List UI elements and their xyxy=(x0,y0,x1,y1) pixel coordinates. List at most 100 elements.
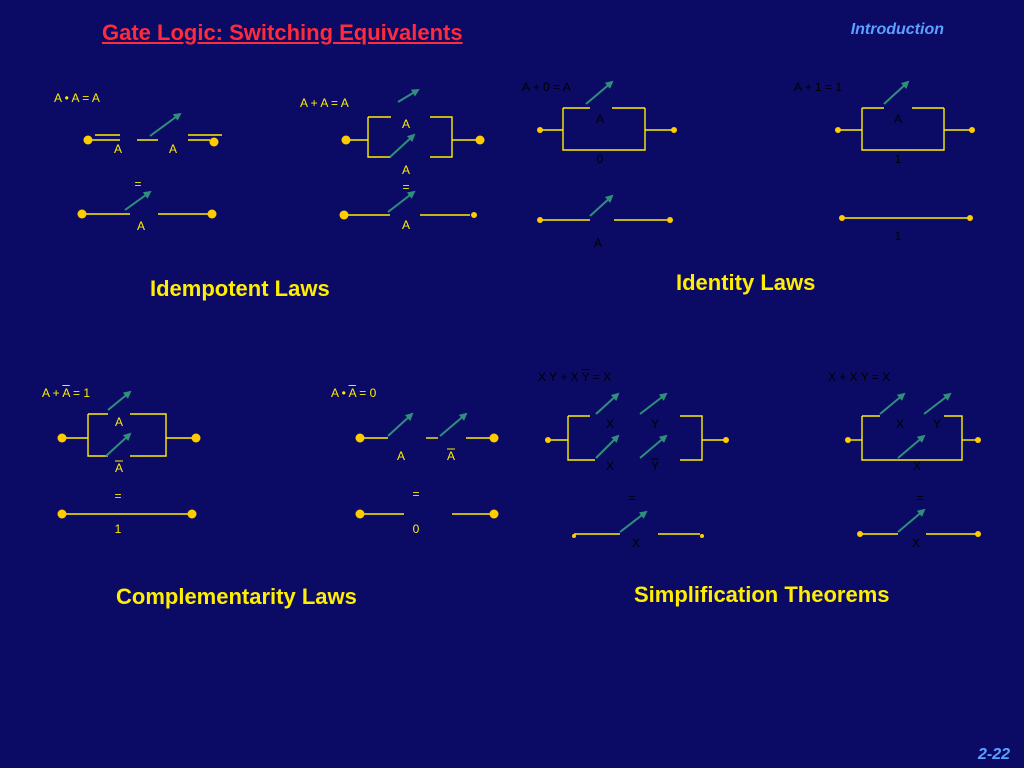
simplification-two-equation: X + X Y = X xyxy=(828,370,891,384)
switch-label-59: A xyxy=(894,112,902,126)
identity-laws-heading: Identity Laws xyxy=(676,270,816,295)
terminal-dot-58 xyxy=(969,127,975,133)
terminal-dot-35 xyxy=(537,127,543,133)
switch-label-92: = xyxy=(412,487,419,501)
terminal-dot-115 xyxy=(572,534,576,538)
switch-label-60: 1 xyxy=(895,152,902,166)
switch-label-110: Y xyxy=(651,417,659,431)
switch-label-27: A xyxy=(402,163,410,177)
terminal-dot-51 xyxy=(835,127,841,133)
switch-arm-104 xyxy=(595,434,620,459)
terminal-dot-73 xyxy=(191,433,201,443)
simplification-theorems-heading: Simplification Theorems xyxy=(634,582,890,607)
wire-53 xyxy=(861,108,945,151)
idempotent-and-equation: A • A = A xyxy=(54,91,100,105)
wire-22 xyxy=(430,116,453,158)
terminal-dot-139 xyxy=(975,531,981,537)
switch-label-77: = xyxy=(114,489,121,503)
switch-label-97: 0 xyxy=(413,522,420,536)
switch-arm-21 xyxy=(397,88,420,103)
terminal-dot-24 xyxy=(475,135,485,145)
terminal-dot-61 xyxy=(839,215,845,221)
switch-label-43: A xyxy=(596,112,604,126)
terminal-dot-119 xyxy=(700,534,704,538)
switch-label-44: 0 xyxy=(597,152,604,166)
complementarity-or-equation: A + A = 1 xyxy=(42,386,91,400)
wire-70 xyxy=(130,413,167,457)
switch-label-140: X xyxy=(912,536,920,550)
switch-arm-127 xyxy=(897,434,926,459)
terminal-dot-135 xyxy=(857,531,863,537)
terminal-dot-33 xyxy=(471,212,477,218)
switch-label-8: A xyxy=(114,142,122,156)
switch-label-75: A xyxy=(115,461,123,475)
page-title: Gate Logic: Switching Equivalents xyxy=(102,20,463,45)
switch-label-133: X xyxy=(913,459,921,473)
switch-label-89: A xyxy=(397,449,405,463)
wire-37 xyxy=(562,108,646,151)
switch-arm-102 xyxy=(595,392,620,415)
wire-128 xyxy=(944,415,963,461)
switch-label-28: = xyxy=(402,180,409,194)
terminal-dot-65 xyxy=(57,433,67,443)
identity-or-one-equation: A + 1 = 1 xyxy=(794,80,843,94)
complementarity-laws-heading: Complementarity Laws xyxy=(116,584,357,609)
switch-arm-3 xyxy=(149,112,182,137)
terminal-dot-78 xyxy=(57,509,67,519)
terminal-dot-130 xyxy=(975,437,981,443)
switch-label-34: A xyxy=(402,218,410,232)
switch-arm-103 xyxy=(639,392,668,415)
wire-123 xyxy=(861,416,944,461)
switch-label-112: Y xyxy=(651,459,659,473)
wire-100 xyxy=(567,416,595,461)
switch-label-120: X xyxy=(632,536,640,550)
terminal-dot-45 xyxy=(537,217,543,223)
switch-arm-117 xyxy=(619,510,648,533)
terminal-dot-82 xyxy=(355,433,365,443)
terminal-dot-29 xyxy=(339,210,349,220)
switch-arm-25 xyxy=(389,133,416,158)
switch-label-81: 1 xyxy=(115,522,122,536)
switch-arm-86 xyxy=(439,412,468,437)
switch-label-50: A xyxy=(594,236,602,250)
terminal-dot-121 xyxy=(845,437,851,443)
switch-label-16: A xyxy=(137,219,145,233)
switch-arm-126 xyxy=(923,392,952,415)
idempotent-laws-heading: Idempotent Laws xyxy=(150,276,330,301)
switch-arm-105 xyxy=(639,434,668,459)
terminal-dot-17 xyxy=(341,135,351,145)
switch-arm-125 xyxy=(879,392,906,415)
terminal-dot-88 xyxy=(489,433,499,443)
terminal-dot-93 xyxy=(355,509,365,519)
switch-label-10: = xyxy=(134,177,141,191)
terminal-dot-80 xyxy=(187,509,197,519)
switch-arm-13 xyxy=(124,190,152,211)
switch-label-90: A xyxy=(447,449,455,463)
switch-label-74: A xyxy=(115,415,123,429)
terminal-dot-11 xyxy=(77,209,87,219)
terminal-dot-42 xyxy=(671,127,677,133)
switch-label-109: X xyxy=(606,417,614,431)
switch-arm-31 xyxy=(387,190,416,213)
switch-arm-69 xyxy=(107,390,132,411)
terminal-dot-96 xyxy=(489,509,499,519)
switch-label-132: Y xyxy=(933,417,941,431)
complementarity-and-equation: A • A = 0 xyxy=(331,386,377,400)
terminal-dot-98 xyxy=(545,437,551,443)
section-label: Introduction xyxy=(850,21,944,38)
switch-label-131: X xyxy=(896,417,904,431)
switch-label-134: = xyxy=(916,491,923,505)
switch-label-9: A xyxy=(169,142,177,156)
switch-label-64: 1 xyxy=(895,229,902,243)
switch-arm-47 xyxy=(589,194,614,217)
wire-106 xyxy=(680,415,703,461)
switch-arm-84 xyxy=(387,412,414,437)
switch-arm-137 xyxy=(897,508,926,533)
simplification-one-equation: X Y + X Y = X xyxy=(538,370,612,384)
page-number: 2-22 xyxy=(977,746,1010,763)
switch-label-114: = xyxy=(628,491,635,505)
terminal-dot-49 xyxy=(667,217,673,223)
terminal-dot-108 xyxy=(723,437,729,443)
identity-or-zero-equation: A + 0 = A xyxy=(522,80,571,94)
